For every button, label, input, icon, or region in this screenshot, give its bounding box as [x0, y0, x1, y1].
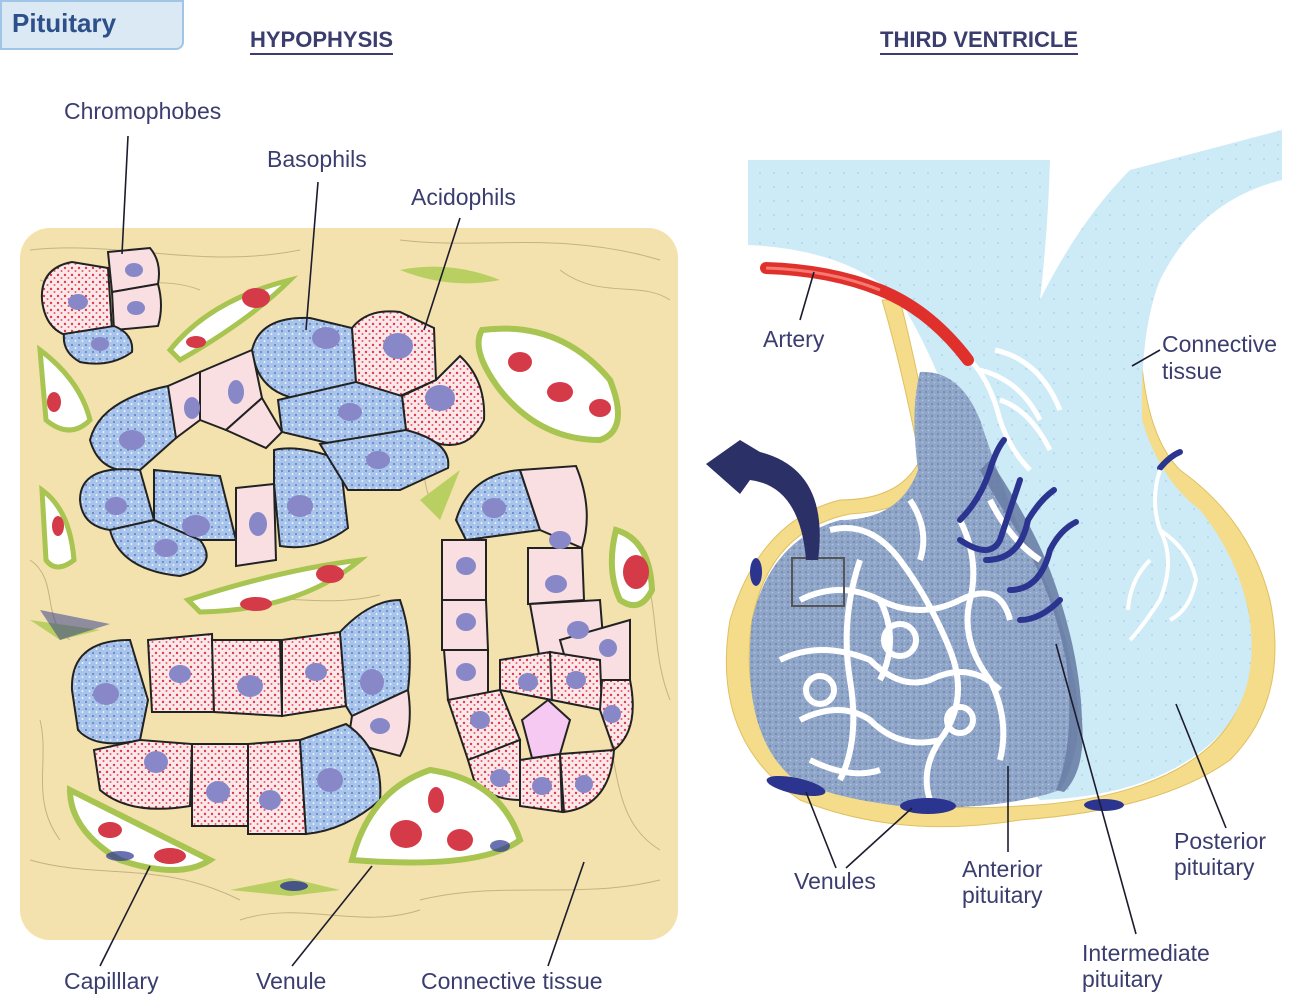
venule-marks: [750, 558, 1124, 814]
label-connective-tissue-right-line2: tissue: [1162, 358, 1223, 384]
intermediate-pituitary: [980, 460, 1083, 792]
heading-third-ventricle: THIRD VENTRICLE: [880, 28, 1078, 55]
label-venule: Venule: [256, 968, 327, 994]
label-intermediate-pituitary-line1: Intermediate: [1082, 940, 1210, 966]
label-posterior-pituitary-line2: pituitary: [1174, 854, 1255, 880]
third-ventricle: [748, 130, 1282, 800]
heading-hypophysis: HYPOPHYSIS: [250, 28, 394, 55]
label-basophils: Basophils: [267, 146, 367, 172]
capillaries-upper: [30, 266, 656, 640]
label-posterior-pituitary-line1: Posterior: [1174, 828, 1267, 854]
label-anterior-pituitary-line2: pituitary: [962, 882, 1043, 908]
portal-capillary-network: [778, 498, 1042, 801]
label-venules: Venules: [794, 868, 876, 894]
label-acidophils: Acidophils: [411, 184, 516, 210]
title-tab: Pituitary: [0, 0, 184, 50]
ventricle-panel: [706, 130, 1282, 828]
label-connective-tissue-right-line1: Connective: [1162, 331, 1278, 357]
portal-veins: [957, 437, 1183, 623]
chromophobe-cluster: [40, 246, 162, 365]
label-artery: Artery: [763, 326, 825, 352]
tissue-panel: [20, 228, 678, 940]
label-chromophobes: Chromophobes: [64, 98, 222, 124]
right-cell-cord: [441, 464, 634, 814]
capillaries-lower: [40, 610, 524, 896]
label-anterior-pituitary-line1: Anterior: [962, 856, 1043, 882]
label-intermediate-pituitary-line2: pituitary: [1082, 966, 1163, 992]
magnify-arrow: [706, 440, 820, 560]
posterior-vessels: [1126, 469, 1199, 642]
label-capillary: Capilllary: [64, 968, 159, 994]
upper-cell-cord: [78, 310, 486, 578]
title-tab-label: Pituitary: [12, 8, 117, 38]
label-connective-tissue-bottom: Connective tissue: [421, 968, 603, 994]
stalk-vessels: [968, 347, 1063, 472]
leader-lines: [99, 135, 1227, 967]
